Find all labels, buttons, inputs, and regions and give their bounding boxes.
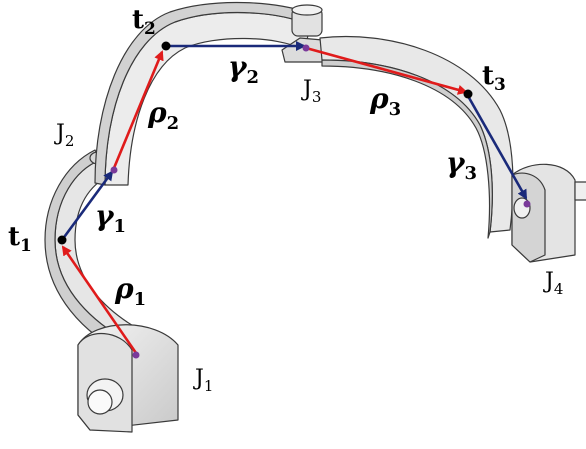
rho2-arrow	[112, 50, 164, 169]
point-t3	[463, 89, 473, 99]
label-gamma1: γ1	[95, 199, 126, 237]
label-J3: J3	[301, 77, 321, 106]
label-J1: J1	[193, 366, 213, 395]
gamma1-arrow	[60, 170, 114, 241]
points	[57, 41, 531, 359]
link-1-side	[44, 149, 136, 356]
joint-4-shaft	[574, 181, 586, 201]
joint-1-pin	[87, 389, 113, 415]
joint-3-center	[302, 44, 310, 52]
label-rho1: ρ1	[114, 272, 146, 310]
rho1-arrow	[61, 245, 138, 354]
mechanism-body	[44, 1, 586, 433]
label-t3: t3	[482, 61, 506, 95]
label-gamma3: γ3	[446, 146, 477, 184]
joint-3-pin-top	[291, 4, 323, 16]
point-t1	[57, 235, 67, 245]
label-gamma2: γ2	[228, 50, 259, 88]
joint-4-front	[511, 172, 546, 263]
rho3-arrow	[305, 46, 468, 95]
joint-4-center	[523, 200, 531, 208]
label-rho2: ρ2	[147, 96, 179, 134]
gamma3-arrow	[466, 95, 528, 200]
labels: t2 t1 t3 ρ1 ρ2 ρ3 γ1 γ2 γ3 J1 J2 J3 J4	[8, 5, 563, 395]
label-J4: J4	[543, 269, 563, 298]
joint-1-center	[132, 351, 140, 359]
joint-2-center	[110, 166, 118, 174]
label-t2: t2	[132, 5, 156, 39]
point-t2	[161, 41, 171, 51]
label-J2: J2	[54, 121, 74, 150]
label-t1: t1	[8, 222, 32, 256]
vectors	[60, 41, 528, 354]
label-rho3: ρ3	[369, 82, 401, 120]
link-3-side	[321, 59, 493, 239]
